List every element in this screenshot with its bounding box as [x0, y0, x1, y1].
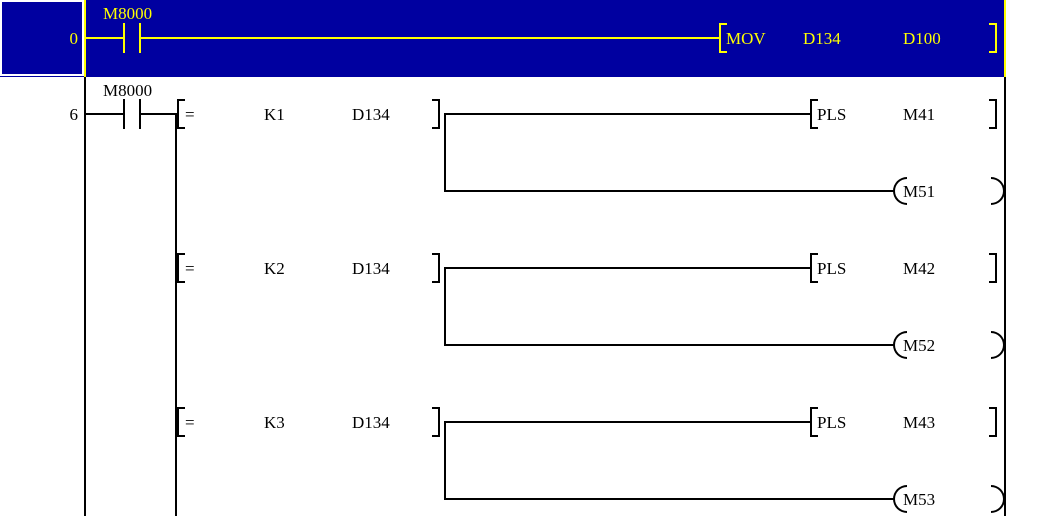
instruction-mnemonic-pls1[interactable]: PLS	[817, 105, 847, 124]
branch-drop-vertical-1	[444, 113, 446, 191]
right-power-rail-rung0	[1004, 0, 1006, 77]
right-power-rail-rung6	[1004, 77, 1006, 516]
compare-register-3[interactable]: D134	[352, 413, 390, 432]
compare-constant-3[interactable]: K3	[264, 413, 285, 432]
instruction-bracket-close-pls2	[989, 253, 997, 283]
branch-trunk-vertical	[175, 113, 177, 516]
compare-constant-2[interactable]: K2	[264, 259, 285, 278]
coil-right-paren-3	[991, 485, 1005, 513]
coil-right-paren-2	[991, 331, 1005, 359]
compare-bracket-close-1	[432, 99, 440, 129]
wire-contact-to-mov	[139, 37, 721, 39]
wire-branch1-to-coil1	[444, 190, 894, 192]
compare-bracket-open-1	[177, 99, 185, 129]
instruction-bracket-open-pls2	[810, 253, 818, 283]
wire-compare3-to-pls3	[444, 421, 812, 423]
selection-cursor-box[interactable]	[0, 0, 84, 76]
step-number-6: 6	[69, 105, 79, 124]
instruction-bracket-close-pls3	[989, 407, 997, 437]
mov-destination-operand[interactable]: D100	[903, 29, 941, 48]
wire-rail-to-contact-rung0	[86, 37, 123, 39]
pls-operand-2[interactable]: M42	[903, 259, 936, 278]
instruction-bracket-open-mov	[719, 23, 727, 53]
instruction-bracket-close-pls1	[989, 99, 997, 129]
contact-label-rung6: M8000	[103, 81, 153, 100]
compare-bracket-close-3	[432, 407, 440, 437]
compare-bracket-open-3	[177, 407, 185, 437]
wire-branch3-to-coil3	[444, 498, 894, 500]
compare-register-2[interactable]: D134	[352, 259, 390, 278]
left-power-rail-rung6	[84, 77, 86, 516]
coil-operand-2[interactable]: M52	[903, 336, 936, 355]
compare-bracket-open-2	[177, 253, 185, 283]
mov-source-operand[interactable]: D134	[803, 29, 841, 48]
wire-rail-to-contact-rung6	[86, 113, 123, 115]
compare-constant-1[interactable]: K1	[264, 105, 285, 124]
instruction-bracket-close-mov	[989, 23, 997, 53]
pls-operand-1[interactable]: M41	[903, 105, 936, 124]
left-power-rail-rung0	[84, 0, 86, 77]
instruction-mnemonic-mov[interactable]: MOV	[726, 29, 766, 48]
coil-operand-3[interactable]: M53	[903, 490, 936, 509]
coil-right-paren-1	[991, 177, 1005, 205]
compare-bracket-close-2	[432, 253, 440, 283]
branch-drop-vertical-3	[444, 421, 446, 499]
wire-compare1-to-pls1	[444, 113, 812, 115]
wire-compare2-to-pls2	[444, 267, 812, 269]
compare-register-1[interactable]: D134	[352, 105, 390, 124]
branch-drop-vertical-2	[444, 267, 446, 345]
compare-operator-1[interactable]: =	[185, 105, 195, 124]
instruction-bracket-open-pls1	[810, 99, 818, 129]
compare-operator-3[interactable]: =	[185, 413, 195, 432]
wire-contact-to-branch-trunk	[139, 113, 177, 115]
instruction-bracket-open-pls3	[810, 407, 818, 437]
instruction-mnemonic-pls3[interactable]: PLS	[817, 413, 847, 432]
step-number-0: 0	[69, 29, 79, 48]
coil-operand-1[interactable]: M51	[903, 182, 936, 201]
wire-branch2-to-coil2	[444, 344, 894, 346]
contact-label-rung0: M8000	[103, 4, 153, 23]
pls-operand-3[interactable]: M43	[903, 413, 936, 432]
instruction-mnemonic-pls2[interactable]: PLS	[817, 259, 847, 278]
compare-operator-2[interactable]: =	[185, 259, 195, 278]
